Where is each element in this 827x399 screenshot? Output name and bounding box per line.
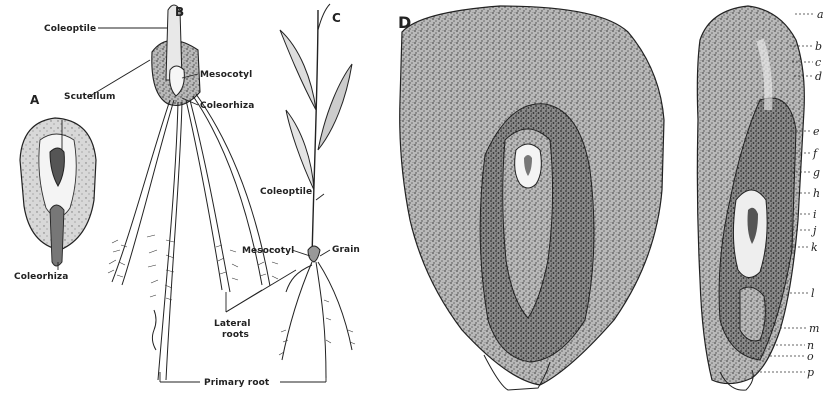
letter-o: o bbox=[807, 350, 814, 363]
panel-label-c: C bbox=[332, 11, 341, 25]
letter-c: c bbox=[815, 56, 821, 69]
panel-a-grain bbox=[20, 118, 96, 266]
label-lateral-roots-1: Lateral bbox=[214, 319, 251, 329]
letter-f: f bbox=[812, 147, 819, 160]
letter-g: g bbox=[813, 166, 820, 179]
panel-d-front-section bbox=[400, 6, 664, 390]
label-scutellum: Scutellum bbox=[64, 92, 116, 102]
letter-i: i bbox=[813, 208, 817, 221]
letter-m: m bbox=[809, 322, 819, 335]
label-primary-root: Primary root bbox=[204, 378, 270, 388]
label-coleorhiza-b: Coleorhiza bbox=[200, 101, 254, 111]
letter-l: l bbox=[811, 287, 815, 300]
label-coleoptile-c: Coleoptile bbox=[260, 187, 312, 197]
letter-k: k bbox=[811, 241, 818, 254]
letter-p: p bbox=[807, 366, 814, 379]
letter-j: j bbox=[810, 224, 817, 237]
panel-b-seedling bbox=[108, 5, 278, 380]
panel-label-a: A bbox=[30, 93, 40, 107]
letter-a: a bbox=[817, 8, 824, 21]
label-coleorhiza-a: Coleorhiza bbox=[14, 272, 68, 282]
label-lateral-roots-2: roots bbox=[222, 330, 249, 340]
letter-b: b bbox=[815, 40, 822, 53]
panel-label-b: B bbox=[175, 5, 184, 19]
label-mesocotyl-b: Mesocotyl bbox=[200, 70, 252, 80]
letter-h: h bbox=[813, 187, 820, 200]
letter-e: e bbox=[813, 125, 820, 138]
label-mesocotyl-c: Mesocotyl bbox=[242, 246, 294, 256]
label-coleoptile-top: Coleoptile bbox=[44, 24, 96, 34]
letter-d: d bbox=[815, 70, 822, 83]
panel-d-side-section bbox=[697, 6, 804, 390]
panel-label-d: D bbox=[398, 13, 411, 32]
label-grain: Grain bbox=[332, 245, 360, 255]
